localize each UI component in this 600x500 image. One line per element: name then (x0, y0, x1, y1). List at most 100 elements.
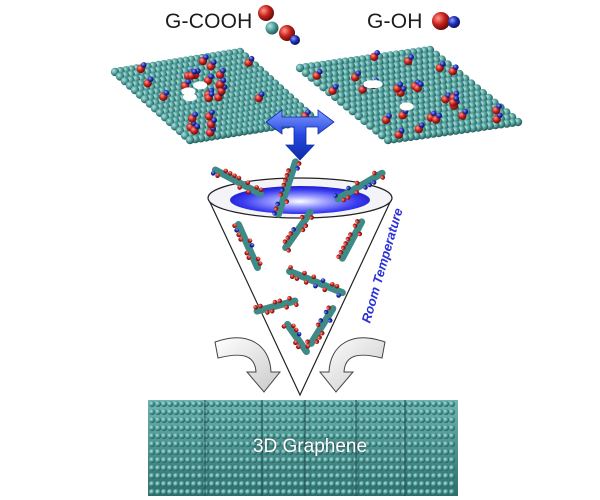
carbon-atom (348, 107, 357, 116)
flake-atom (346, 185, 351, 191)
carbon-atom (221, 417, 227, 423)
flake-atom (245, 180, 251, 185)
carbon-atom (221, 409, 227, 415)
carbon-atom (185, 465, 191, 471)
carbon-atom (281, 465, 287, 471)
flake-atom (300, 227, 306, 233)
carbon-atom (401, 417, 407, 423)
carbon-atom (173, 465, 179, 471)
carbon-atom (167, 489, 173, 495)
carbon-atom (377, 457, 383, 463)
carbon-atom (293, 489, 299, 495)
flake-body (338, 218, 366, 262)
carbon-atom (305, 473, 311, 479)
flake-atom (317, 335, 322, 340)
flake-atom (380, 175, 386, 180)
carbon-atom (329, 465, 335, 471)
carbon-atom (203, 473, 209, 479)
carbon-atom (263, 481, 269, 487)
hydrogen-atom (317, 68, 323, 75)
carbon-atom (449, 457, 455, 463)
graphene-layer (149, 457, 455, 463)
carbon-atom (359, 481, 365, 487)
carbon-atom (245, 465, 251, 471)
carbon-atom (299, 449, 305, 455)
carbon-atom (323, 433, 329, 439)
hydrogen-atom (208, 91, 215, 97)
flake-atom (294, 276, 300, 281)
carbon-atom (377, 481, 383, 487)
flake-atom (215, 173, 220, 178)
flake-atom (367, 182, 373, 188)
carbon-atom (203, 449, 209, 455)
carbon-atom (185, 401, 191, 407)
carbon-atom (305, 449, 311, 455)
carbon-atom (185, 457, 191, 463)
carbon-atom (371, 489, 377, 495)
hydrogen-atom (397, 81, 404, 88)
flake-atom (305, 344, 311, 349)
carbon-atom (293, 465, 299, 471)
carbon-atom (401, 457, 407, 463)
flake-atom (255, 256, 261, 262)
carbon-atom (377, 465, 383, 471)
carbon-atom (293, 409, 299, 415)
carbon-atom (287, 425, 293, 431)
carbon-atom (203, 457, 209, 463)
carbon-atom (299, 425, 305, 431)
carbon-atom (299, 417, 305, 423)
carbon-atom (371, 425, 377, 431)
carbon-atom (323, 409, 329, 415)
flake-atom (246, 189, 251, 195)
carbon-atom (287, 489, 293, 495)
carbon-atom (425, 425, 431, 431)
graphene-layer (149, 409, 455, 415)
hydrogen-atom (305, 109, 311, 115)
top-flake-center (272, 158, 302, 218)
flake-atom (234, 227, 239, 233)
carbon-atom (233, 481, 239, 487)
carbon-atom (401, 425, 407, 431)
carbon-atom (149, 409, 155, 415)
flake-atom (279, 187, 285, 192)
flake-atom (246, 255, 252, 260)
carbon-atom (377, 401, 383, 407)
carbon-atom (389, 433, 395, 439)
carbon-atom (191, 481, 197, 487)
carbon-atom (281, 401, 287, 407)
carbon-atom (155, 401, 161, 407)
carbon-atom (443, 489, 449, 495)
carbon-atom (443, 441, 449, 447)
carbon-atom (221, 449, 227, 455)
carbon-atom (431, 409, 437, 415)
carbon-atom (305, 433, 311, 439)
functional-group-molecules (258, 5, 460, 45)
carbon-atom (179, 441, 185, 447)
carbon-atom (185, 417, 191, 423)
flake-atom (295, 166, 300, 171)
hydrogen-atom (191, 68, 198, 75)
carbon-atom (269, 433, 275, 439)
sheet-hole (399, 102, 414, 111)
carbon-atom (275, 457, 281, 463)
carbon-atom (149, 425, 155, 431)
carbon-atom (395, 457, 401, 463)
carbon-atom (227, 481, 233, 487)
carbon-atom (287, 481, 293, 487)
carbon-atom (383, 401, 389, 407)
carbon-atom (275, 473, 281, 479)
carbon-atom (179, 409, 185, 415)
carbon-atom (167, 449, 173, 455)
hydrogen-atom (399, 127, 405, 134)
carbon-atom (377, 449, 383, 455)
carbon-atom (383, 409, 389, 415)
carbon-atom (215, 409, 221, 415)
flake-atom (288, 265, 293, 270)
flake-body (284, 320, 310, 356)
carbon-atom (329, 425, 335, 431)
carbon-atom (413, 425, 419, 431)
carbon-atom (293, 401, 299, 407)
carbon-atom (209, 425, 215, 431)
carbon-atom (407, 489, 413, 495)
carbon-atom (239, 465, 245, 471)
